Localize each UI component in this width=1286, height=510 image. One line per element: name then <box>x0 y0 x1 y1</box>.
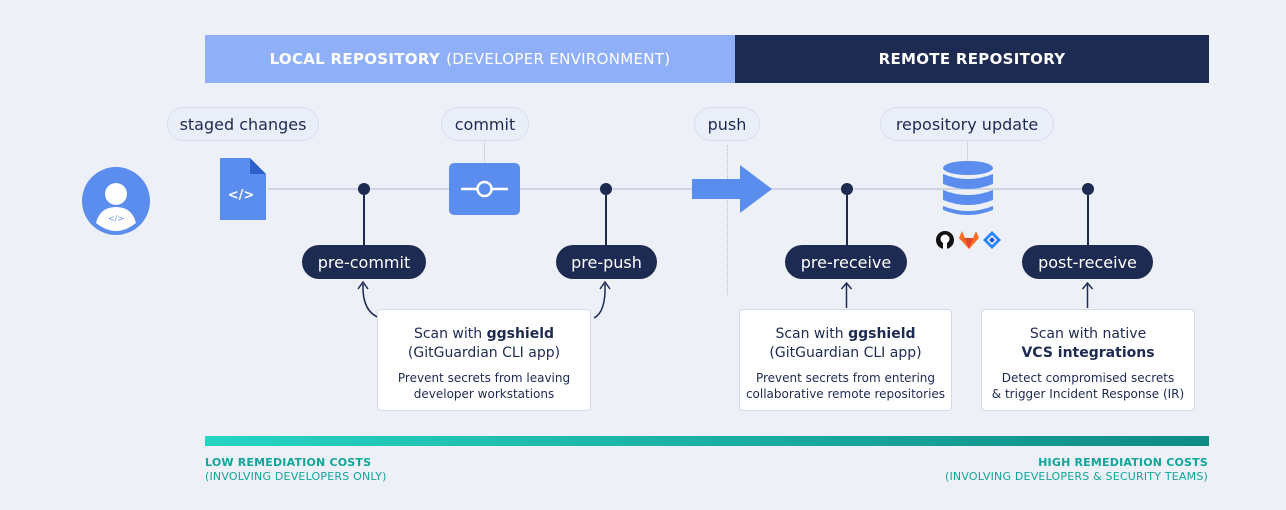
pre-receive-hook-line <box>846 195 848 247</box>
stage-commit: commit <box>441 107 529 141</box>
hook-pre-receive: pre-receive <box>785 245 907 279</box>
remediation-cost-gradient <box>205 436 1209 446</box>
bitbucket-icon <box>983 231 1001 249</box>
code-file-icon: </> <box>220 158 266 220</box>
post-receive-hook-line <box>1087 195 1089 247</box>
hook-pre-commit: pre-commit <box>302 245 426 279</box>
repo-update-connector <box>967 140 968 162</box>
local-repository-subtitle: (DEVELOPER ENVIRONMENT) <box>446 50 671 68</box>
pre-commit-hook-dot <box>358 183 370 195</box>
stage-repository-update: repository update <box>880 107 1054 141</box>
svg-text:</>: </> <box>228 188 255 203</box>
local-repository-title: LOCAL REPOSITORY <box>269 50 441 68</box>
post-receive-hook-dot <box>1082 183 1094 195</box>
high-cost-label: HIGH REMEDIATION COSTS (INVOLVING DEVELO… <box>944 456 1208 483</box>
github-icon <box>936 231 954 249</box>
stage-staged-changes: staged changes <box>167 107 319 141</box>
commit-connector <box>484 140 485 164</box>
remote-repository-header: REMOTE REPOSITORY <box>735 35 1209 83</box>
remote-scan-box: Scan with ggshield (GitGuardian CLI app)… <box>739 309 952 411</box>
hook-post-receive: post-receive <box>1022 245 1153 279</box>
local-repository-header: LOCAL REPOSITORY (DEVELOPER ENVIRONMENT) <box>205 35 735 83</box>
local-scan-box: Scan with ggshield (GitGuardian CLI app)… <box>377 309 591 411</box>
low-cost-label: LOW REMEDIATION COSTS (INVOLVING DEVELOP… <box>205 456 387 483</box>
svg-text:</>: </> <box>108 214 124 223</box>
ggshield-tool-name: ggshield <box>486 326 555 342</box>
vcs-integrations-label: VCS integrations <box>1021 345 1155 361</box>
gitlab-icon <box>959 231 979 249</box>
pre-push-hook-line <box>605 195 607 247</box>
flow-line-remote <box>770 188 1090 190</box>
pre-push-hook-dot <box>600 183 612 195</box>
remote-scan-arrows <box>840 281 1094 308</box>
hook-pre-push: pre-push <box>556 245 657 279</box>
vcs-integration-box: Scan with native VCS integrations Detect… <box>981 309 1195 411</box>
commit-icon <box>449 163 520 215</box>
ggshield-tool-name: ggshield <box>848 326 916 342</box>
pre-commit-hook-line <box>363 195 365 247</box>
pre-receive-hook-dot <box>841 183 853 195</box>
push-arrow-icon <box>692 165 772 213</box>
local-remote-divider <box>727 145 728 295</box>
developer-avatar-icon: </> <box>82 167 150 235</box>
stage-push: push <box>694 107 760 141</box>
database-icon <box>942 160 994 218</box>
